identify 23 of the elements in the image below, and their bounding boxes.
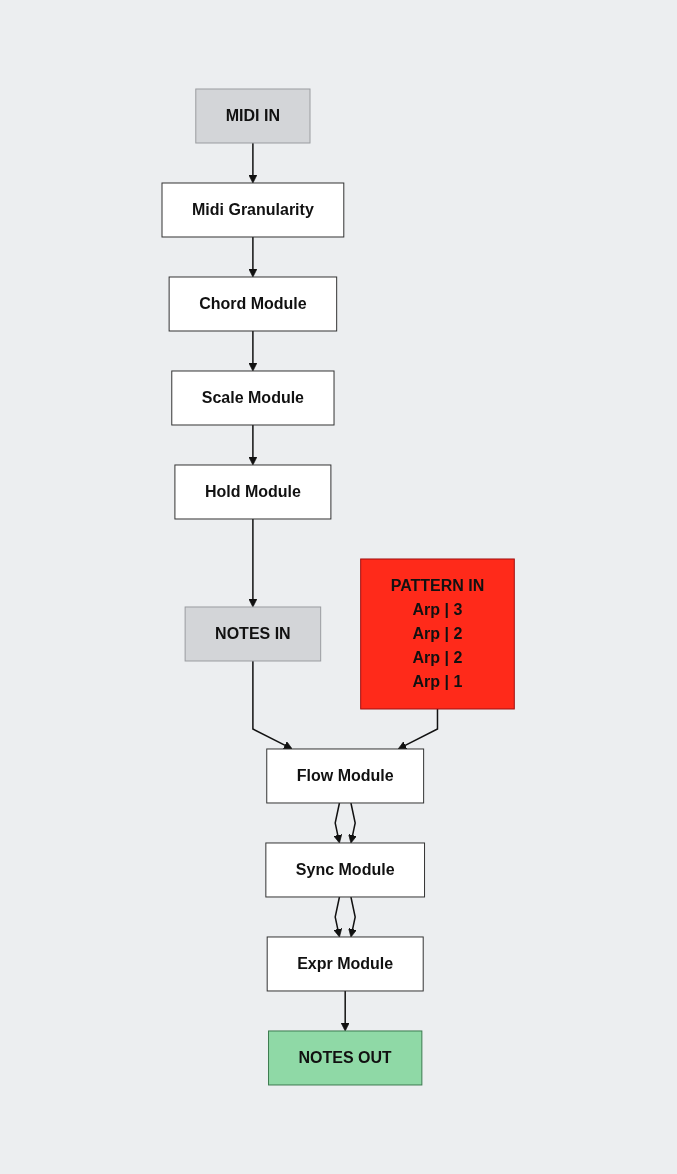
arrow <box>252 660 293 750</box>
node-box: Scale Module <box>171 370 335 426</box>
arrow <box>248 236 258 278</box>
node-box: NOTES OUT <box>268 1030 423 1086</box>
arrow <box>248 330 258 372</box>
arrow <box>248 424 258 466</box>
node-box: Flow Module <box>266 748 425 804</box>
node-box: Midi Granularity <box>161 182 345 238</box>
arrow <box>348 802 358 844</box>
node-box: Expr Module <box>267 936 425 992</box>
node-box: Chord Module <box>168 276 338 332</box>
node-box: Sync Module <box>265 842 426 898</box>
arrow <box>333 896 343 938</box>
node-box: Hold Module <box>174 464 332 520</box>
arrow <box>333 802 343 844</box>
arrow <box>341 990 350 1032</box>
arrow <box>398 708 439 750</box>
node-box: PATTERN IN Arp | 3 Arp | 2 Arp | 2 Arp | 1 <box>360 558 516 710</box>
arrow <box>248 518 258 608</box>
node-box: MIDI IN <box>195 88 311 144</box>
node-box: NOTES IN <box>184 606 322 662</box>
arrow <box>348 896 358 938</box>
arrow <box>248 142 258 184</box>
